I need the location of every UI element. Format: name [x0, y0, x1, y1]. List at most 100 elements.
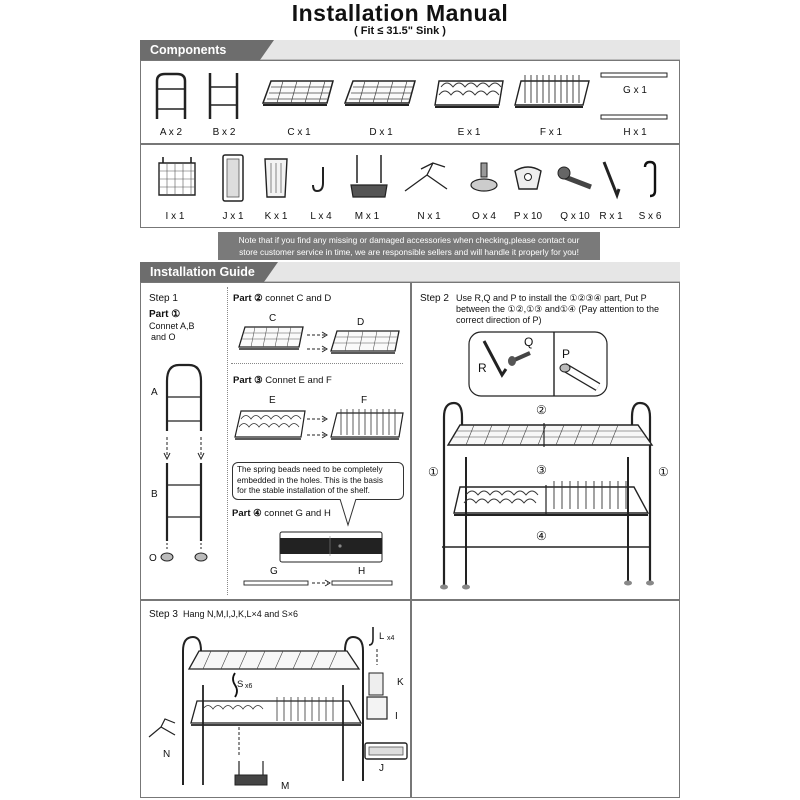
- step-1-divider-horizontal: [231, 363, 403, 364]
- spring-bead-callout: The spring beads need to be completely e…: [232, 462, 404, 500]
- label-h: H: [358, 566, 366, 577]
- label-g: G: [270, 566, 278, 577]
- part-1-text-1: Connet A,B: [149, 321, 195, 331]
- component-caption-o: O x 4: [472, 211, 496, 222]
- label-p: P: [562, 347, 571, 361]
- component-caption-m: M x 1: [354, 211, 380, 222]
- allen-key-r-icon: [602, 161, 621, 200]
- component-caption-i: I x 1: [165, 211, 185, 222]
- part-1-text-2: and O: [151, 332, 176, 342]
- label-l-count: x4: [387, 635, 395, 642]
- part-3-text: Connet E and F: [265, 375, 332, 386]
- notice-line-1: Note that if you find any missing or dam…: [238, 235, 580, 245]
- component-caption-c: C x 1: [287, 127, 311, 138]
- step-2-text-1: Use R,Q and P to install the ①②③④ part, …: [456, 293, 647, 303]
- label-c: C: [269, 313, 277, 324]
- step-3-label: Step 3: [149, 609, 178, 620]
- basket-i-icon: [158, 157, 196, 196]
- marker-1-left: ①: [428, 465, 439, 479]
- component-caption-q: Q x 10: [560, 211, 590, 222]
- component-caption-e: E x 1: [457, 127, 481, 138]
- callout-line-2: embedded in the holes. This is the basis: [237, 475, 383, 485]
- page-title: Installation Manual: [291, 0, 509, 26]
- fastener-closeup: [468, 331, 608, 397]
- part-2-heading: Part ②: [233, 293, 263, 304]
- component-caption-h: H x 1: [623, 127, 647, 138]
- empty-panel: [411, 600, 680, 798]
- screw-q-icon: [557, 166, 592, 190]
- rod-g-icon: [600, 72, 668, 78]
- label-a: A: [151, 387, 158, 398]
- label-i: I: [395, 711, 398, 722]
- component-caption-f: F x 1: [539, 127, 563, 138]
- tray-j-icon: [222, 154, 244, 202]
- component-caption-k: K x 1: [264, 211, 288, 222]
- dish-rack-e-icon: [434, 80, 504, 108]
- rack-join-illustration: [234, 409, 404, 440]
- rod-h-icon: [600, 114, 668, 120]
- marker-3: ③: [536, 463, 547, 477]
- label-r: R: [478, 361, 487, 375]
- components-row-2: I x 1 J x 1 K x 1 L x 4 M x 1 N x 1 O x …: [140, 144, 680, 228]
- step-2-text-2: between the ①②,①③ and①④ (Pay attention t…: [456, 304, 660, 314]
- label-m: M: [281, 781, 290, 792]
- cup-k-icon: [264, 158, 288, 198]
- notice-line-2: store customer service in time, we are r…: [239, 246, 579, 257]
- part-2-line: Part ② connet C and D: [233, 293, 331, 304]
- part-4-line: Part ④ connet G and H: [232, 508, 331, 519]
- components-row-1: A x 2 B x 2 C x 1 D x 1 E x 1 F x 1 G x …: [140, 60, 680, 144]
- shelf-c-icon: [261, 80, 334, 106]
- component-caption-n: N x 1: [417, 211, 441, 222]
- step-2-label: Step 2: [420, 293, 449, 304]
- rod-join-illustration: [243, 579, 393, 587]
- part-3-heading: Part ③: [233, 375, 263, 386]
- label-k: K: [397, 677, 404, 688]
- component-caption-l: L x 4: [310, 211, 332, 222]
- component-caption-p: P x 10: [513, 211, 543, 222]
- s-hook-icon: [643, 160, 657, 198]
- hook-l-icon: [312, 167, 324, 193]
- marker-4: ④: [536, 529, 547, 543]
- step-1-label: Step 1: [149, 293, 178, 304]
- page-subtitle: ( Fit ≤ 31.5" Sink ): [354, 25, 446, 37]
- callout-line-3: for the stable installation of the shelf…: [237, 486, 370, 495]
- side-frame-b-icon: [208, 73, 239, 119]
- components-heading: Components: [140, 40, 274, 60]
- marker-1-right: ①: [658, 465, 669, 479]
- tray-j-drawing: [364, 742, 408, 760]
- connector-p-icon: [514, 166, 542, 190]
- components-header-bar: Components: [140, 40, 680, 60]
- rod-join-closeup: [279, 531, 383, 563]
- rack-m-icon: [350, 155, 388, 198]
- foot-o-icon: [470, 162, 498, 192]
- side-frame-a-icon: [155, 72, 187, 119]
- installation-guide-heading: Installation Guide: [140, 262, 278, 282]
- label-s: S: [237, 679, 244, 690]
- holder-n-icon: [404, 162, 448, 192]
- step-2-panel: Step 2 Use R,Q and P to install the ①②③④…: [411, 282, 680, 600]
- callout-line-1: The spring beads need to be completely: [237, 465, 383, 474]
- shelf-d-icon: [343, 80, 416, 106]
- component-caption-s: S x 6: [638, 211, 662, 222]
- step-1-divider-vertical: [227, 287, 228, 595]
- hanging-accessories-illustration: [182, 627, 388, 786]
- label-o: O: [149, 553, 157, 564]
- component-caption-g: G x 1: [623, 85, 647, 96]
- label-e: E: [269, 395, 276, 406]
- step-3-text: Hang N,M,I,J,K,L×4 and S×6: [183, 609, 299, 619]
- shelf-join-illustration: [238, 326, 400, 354]
- missing-parts-notice: Note that if you find any missing or dam…: [218, 232, 600, 260]
- step-1-panel: Step 1 Part ① Connet A,B and O A B O Par…: [140, 282, 411, 600]
- component-caption-a: A x 2: [159, 127, 183, 138]
- label-b: B: [151, 489, 158, 500]
- holder-n-drawing: [148, 718, 176, 738]
- part-3-line: Part ③ Connet E and F: [233, 375, 332, 386]
- step-3-panel: Step 3 Hang N,M,I,J,K,L×4 and S×6 S x6 L…: [140, 600, 411, 798]
- label-q: Q: [524, 335, 534, 349]
- part-1-heading: Part ①: [149, 309, 181, 320]
- part-4-text: connet G and H: [264, 508, 331, 519]
- label-n: N: [163, 749, 171, 760]
- part-2-text: connet C and D: [265, 293, 332, 304]
- label-d: D: [357, 317, 365, 328]
- component-caption-d: D x 1: [369, 127, 393, 138]
